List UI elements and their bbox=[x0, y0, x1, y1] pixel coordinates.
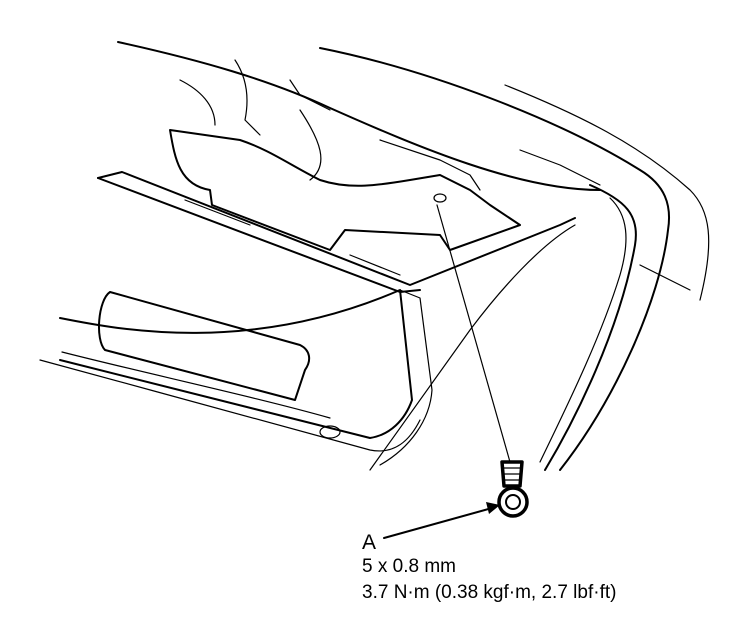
callout-leader-arrow bbox=[383, 502, 500, 539]
glove-box-opening bbox=[97, 59, 601, 293]
callout-label-a: A bbox=[362, 531, 377, 554]
bolt-torque-spec: 3.7 N·m (0.38 kgf·m, 2.7 lbf·ft) bbox=[362, 582, 617, 603]
bolt-a bbox=[436, 204, 529, 518]
glove-box-lid bbox=[39, 224, 576, 471]
bolt-size-spec: 5 x 0.8 mm bbox=[362, 556, 456, 577]
dashboard-outline bbox=[117, 41, 710, 471]
